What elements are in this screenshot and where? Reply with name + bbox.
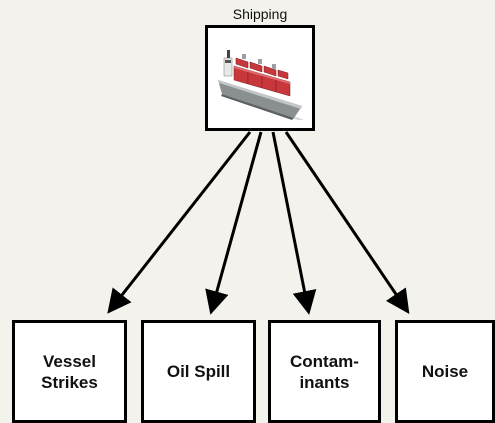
arrow-to-noise [284,131,410,314]
node-vessel-strikes: Vessel Strikes [12,320,127,423]
node-noise: Noise [395,320,495,423]
source-label: Shipping [232,6,288,22]
node-noise-label: Noise [421,362,469,381]
node-contaminants-line1: Contam- [290,351,359,371]
node-contaminants: Contam- inants [268,320,381,423]
node-vessel-strikes-line2: Strikes [41,372,98,392]
node-vessel-strikes-line1: Vessel [43,351,96,371]
node-oil-spill-label: Oil Spill [166,362,231,381]
node-oil-spill: Oil Spill [141,320,256,423]
arrow-to-oil-spill [205,131,263,315]
node-contaminants-line2: inants [299,372,350,392]
arrow-to-contaminants [271,131,317,315]
arrow-to-vessel-strikes [107,131,252,314]
source-node-shipping [205,25,315,131]
container-ship-icon [214,36,308,120]
